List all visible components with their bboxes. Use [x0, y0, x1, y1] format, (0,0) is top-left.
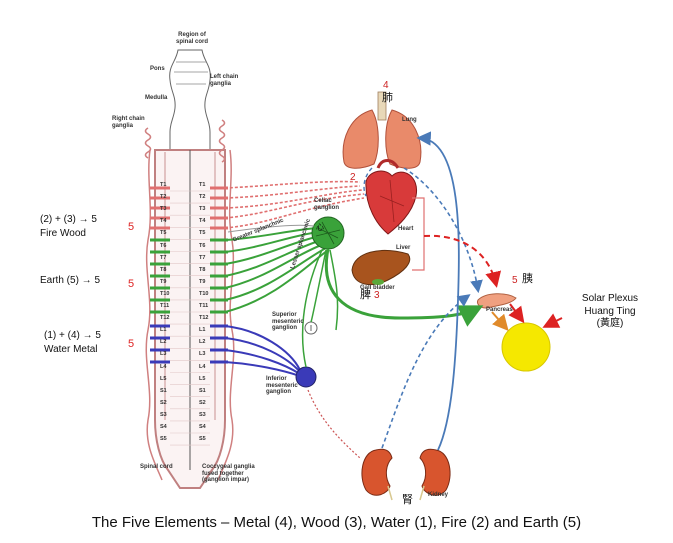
vertebra-label-left-s1: S1	[160, 388, 167, 394]
vertebra-label-right-l3: L3	[199, 351, 205, 357]
brain-stem	[170, 50, 211, 150]
vertebra-label-left-t8: T8	[160, 267, 166, 273]
vertebra-label-right-s1: S1	[199, 388, 206, 394]
vertebra-label-left-s5: S5	[160, 436, 167, 442]
note-fire-wood-label: Fire Wood	[40, 228, 86, 239]
label-spinal-cord: Spinal cord	[140, 464, 173, 471]
pancreas-element-number: 5	[512, 275, 518, 286]
label-pons: Pons	[150, 66, 165, 73]
note-five-water-metal: 5	[128, 338, 134, 350]
vertebra-label-right-t2: T2	[199, 194, 205, 200]
liver-cjk-label: 脾	[360, 289, 371, 301]
label-liver: Liver	[396, 245, 410, 252]
vertebra-label-left-t4: T4	[160, 218, 166, 224]
vertebra-label-left-t6: T6	[160, 243, 166, 249]
lung-cjk-label: 肺	[382, 92, 393, 104]
label-kidney: Kidney	[428, 492, 448, 499]
vertebra-label-right-t8: T8	[199, 267, 205, 273]
heart	[366, 161, 417, 235]
vertebra-label-left-s2: S2	[160, 400, 167, 406]
solar-plexus-line1: Solar Plexus	[560, 293, 660, 306]
solar-plexus-circle	[502, 323, 550, 371]
heart-to-pancreas-red	[424, 236, 496, 284]
label-heart: Heart	[398, 226, 413, 233]
vertebra-label-right-t1: T1	[199, 182, 205, 188]
vertebra-label-right-l1: L1	[199, 327, 205, 333]
kidney-to-lung-arrow	[420, 138, 459, 450]
vertebra-label-right-s3: S3	[199, 412, 206, 418]
vertebra-label-left-t5: T5	[160, 230, 166, 236]
vertebra-label-right-t9: T9	[199, 279, 205, 285]
kidney-cjk-label: 腎	[402, 494, 413, 506]
vertebra-label-right-t11: T11	[199, 303, 208, 309]
diagram-caption: The Five Elements – Metal (4), Wood (3),…	[0, 514, 673, 531]
note-fire-wood-formula: (2) + (3) → 5	[40, 214, 97, 225]
vertebra-label-right-t3: T3	[199, 206, 205, 212]
vertebra-label-right-t6: T6	[199, 243, 205, 249]
label-coccygeal: Coccygeal ganglia fused together (gangli…	[202, 464, 272, 484]
pancreas-to-solar-orange	[492, 312, 506, 328]
celiac-cjk-label: 心	[316, 224, 324, 233]
liver	[352, 251, 410, 285]
vertebra-label-right-l5: L5	[199, 376, 205, 382]
water-nerves	[225, 326, 300, 376]
label-pancreas: Pancreas	[486, 307, 513, 314]
vertebra-label-right-s2: S2	[199, 400, 206, 406]
pancreas-cjk-label: 胰	[522, 273, 533, 285]
vertebra-label-right-t10: T10	[199, 291, 208, 297]
label-lung: Lung	[402, 117, 417, 124]
vertebra-label-left-l5: L5	[160, 376, 166, 382]
vertebra-label-right-t7: T7	[199, 255, 205, 261]
label-celiac: Celiac ganglion	[314, 198, 346, 211]
celiac-nerve-lines	[303, 250, 338, 367]
vertebra-label-left-t1: T1	[160, 182, 166, 188]
vertebra-label-right-s4: S4	[199, 424, 206, 430]
heart-liver-bracket	[412, 198, 424, 270]
vertebra-label-left-t12: T12	[160, 315, 169, 321]
vertebra-label-left-t11: T11	[160, 303, 169, 309]
solar-plexus-line3: (黃庭)	[560, 318, 660, 331]
vertebra-label-left-l4: L4	[160, 364, 166, 370]
label-medulla: Medulla	[145, 95, 167, 102]
vertebra-label-right-l2: L2	[199, 339, 205, 345]
inferior-to-kidney-dotted	[308, 390, 360, 458]
vertebra-label-left-l3: L3	[160, 351, 166, 357]
note-water-metal-formula: (1) + (4) → 5	[44, 330, 101, 341]
vertebra-label-right-t12: T12	[199, 315, 208, 321]
note-five-fire-wood: 5	[128, 221, 134, 233]
solar-plexus-label: Solar Plexus Huang Ting (黃庭)	[560, 293, 660, 331]
vertebra-label-right-l4: L4	[199, 364, 205, 370]
note-earth: Earth (5) → 5	[40, 275, 100, 286]
vertebra-label-left-l1: L1	[160, 327, 166, 333]
note-five-earth: 5	[128, 278, 134, 290]
label-left-chain: Left chain ganglia	[210, 74, 244, 87]
vertebra-label-left-t9: T9	[160, 279, 166, 285]
vertebra-label-right-s5: S5	[199, 436, 206, 442]
solar-plexus-line2: Huang Ting	[560, 306, 660, 319]
label-region-spinal-cord: Region of spinal cord	[172, 32, 212, 45]
vertebra-label-left-s3: S3	[160, 412, 167, 418]
label-inferior-mesenteric: Inferior mesenteric ganglion	[266, 376, 310, 396]
vertebra-label-right-t5: T5	[199, 230, 205, 236]
heart-element-number: 2	[350, 172, 356, 183]
celiac-ganglion	[312, 217, 344, 249]
vertebra-label-left-t7: T7	[160, 255, 166, 261]
vertebra-label-left-l2: L2	[160, 339, 166, 345]
vertebra-label-left-t2: T2	[160, 194, 166, 200]
note-water-metal-label: Water Metal	[44, 344, 98, 355]
vertebra-label-left-t10: T10	[160, 291, 169, 297]
label-right-chain: Right chain ganglia	[112, 116, 148, 129]
vertebra-label-left-t3: T3	[160, 206, 166, 212]
label-superior-mesenteric: Superior mesenteric ganglion	[272, 312, 316, 332]
vertebra-label-left-s4: S4	[160, 424, 167, 430]
vertebra-label-right-t4: T4	[199, 218, 205, 224]
liver-element-number: 3	[374, 290, 380, 301]
lung-element-number: 4	[383, 80, 389, 91]
